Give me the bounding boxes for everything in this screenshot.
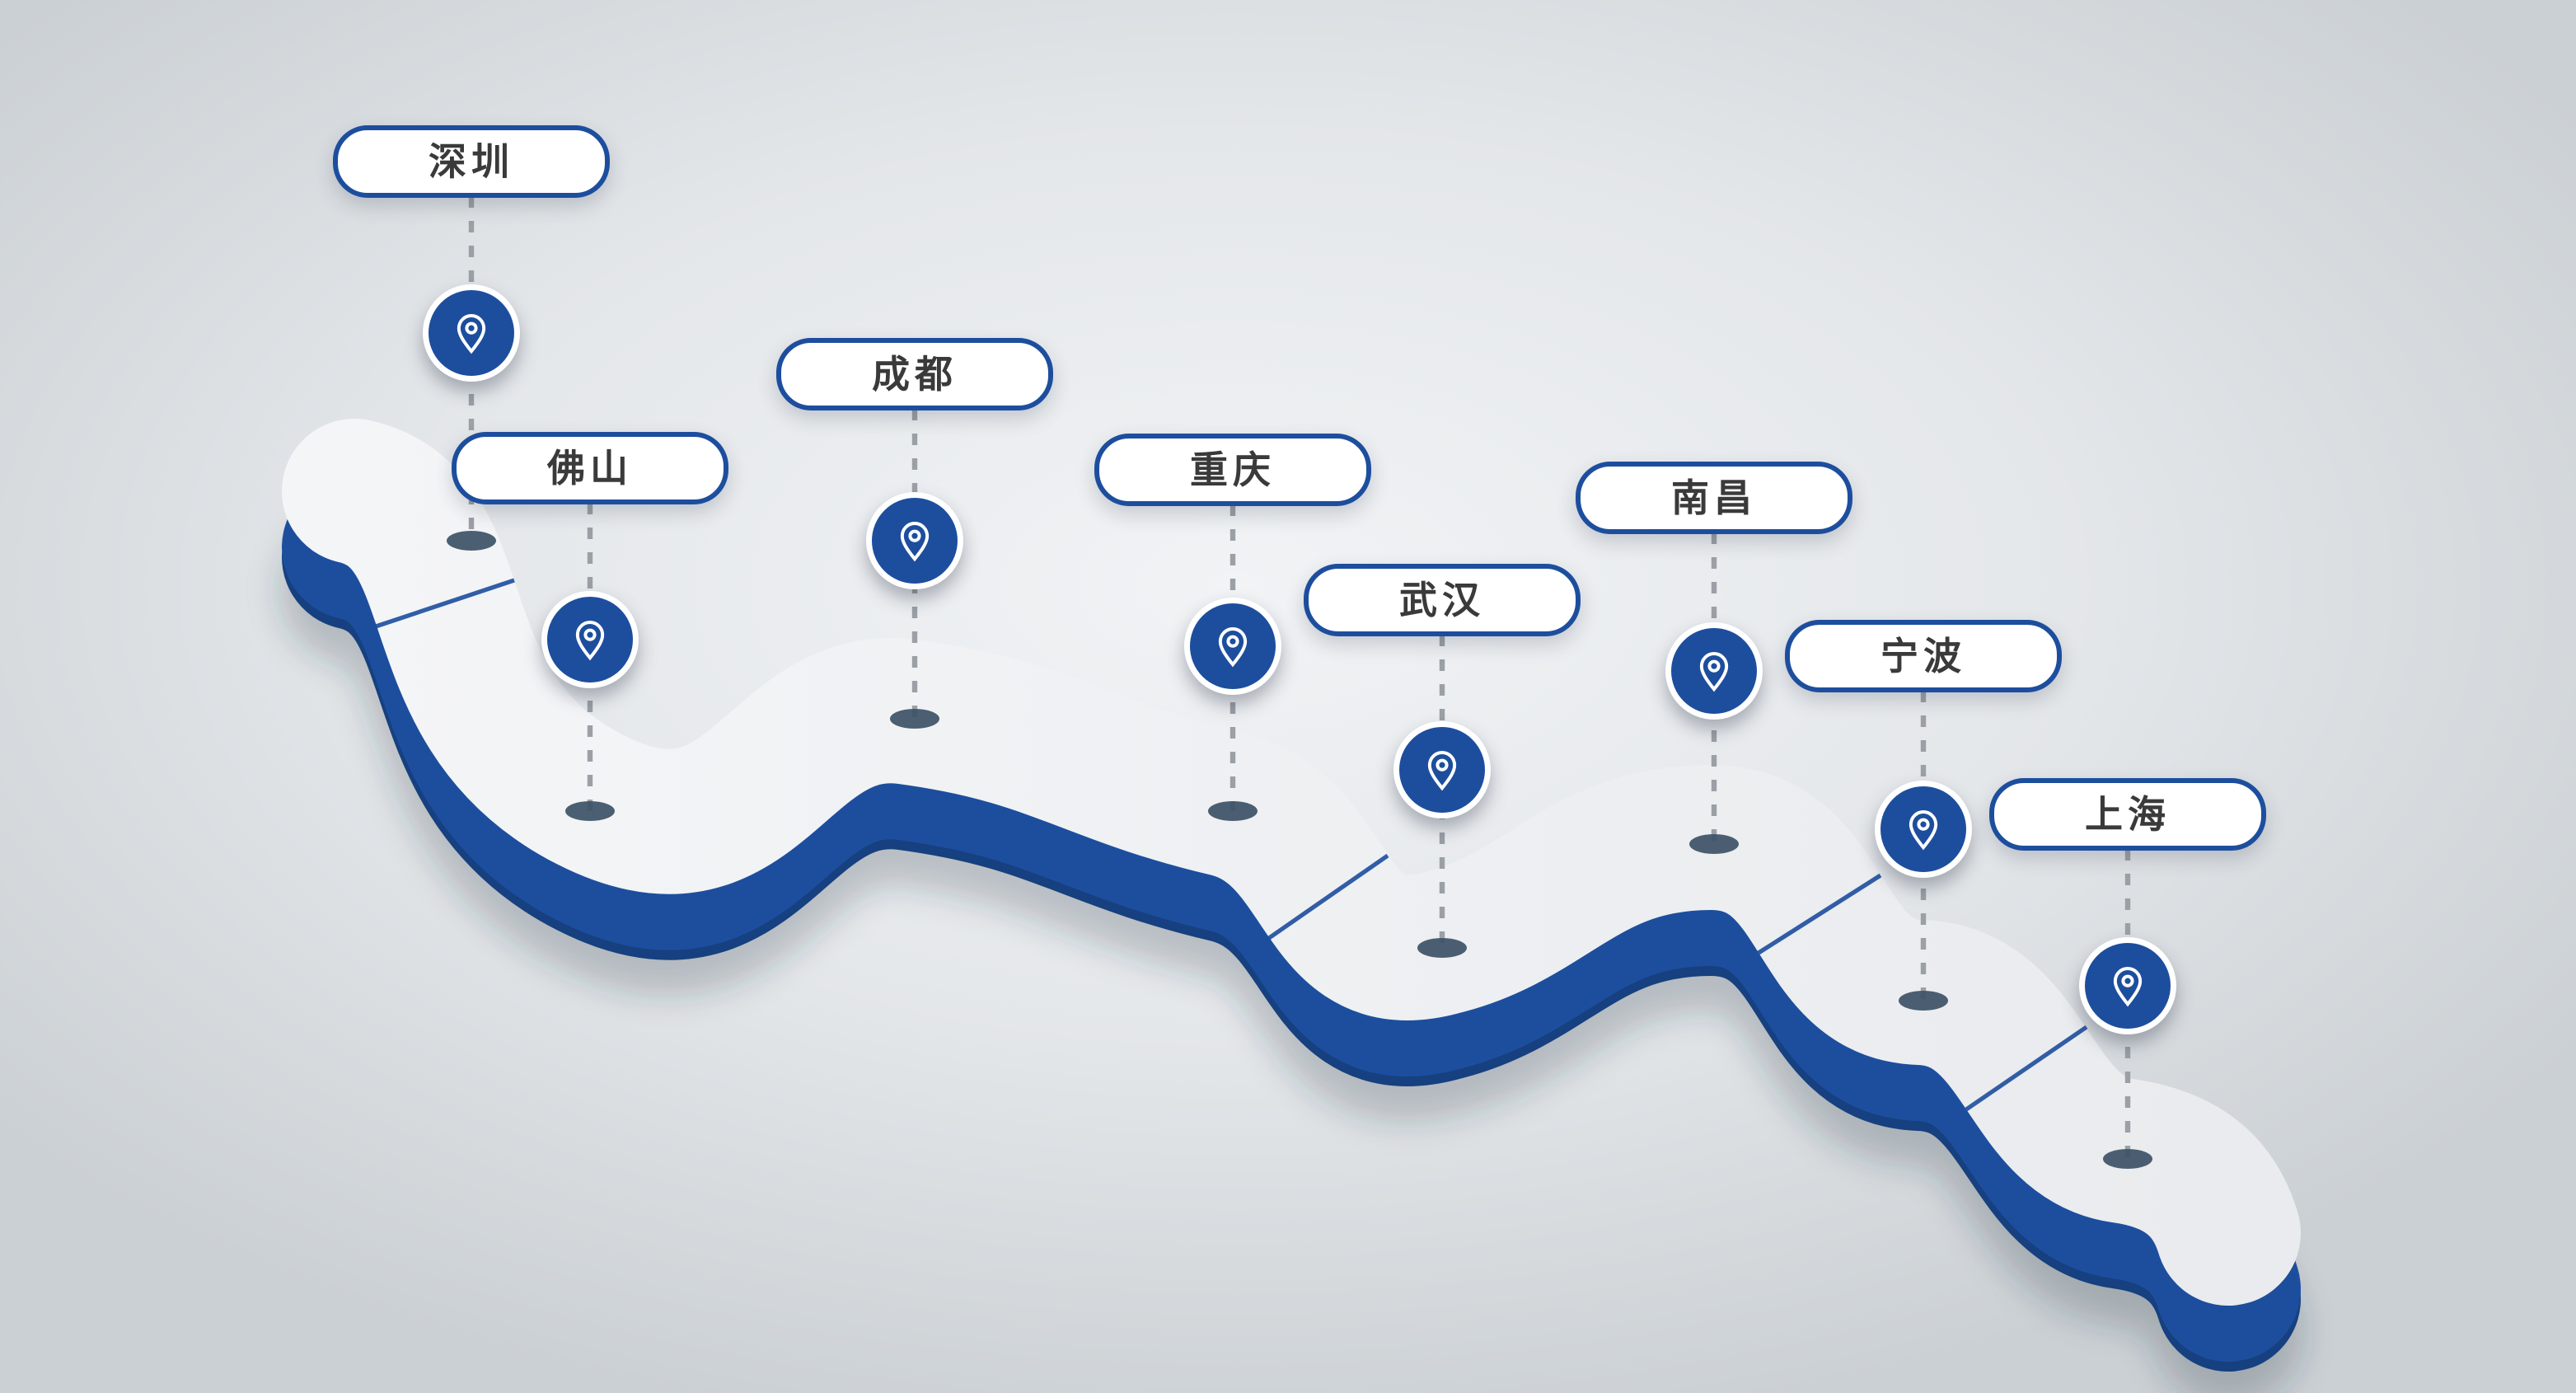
city-pin-foshan	[541, 591, 639, 688]
road-dot-wuhan	[1417, 938, 1467, 958]
road-divider	[1757, 873, 1882, 955]
location-pin-icon	[575, 621, 605, 661]
road-divider	[1267, 853, 1389, 940]
city-pin-nanchang	[1665, 622, 1763, 720]
city-label-wuhan: 武汉	[1304, 564, 1581, 636]
city-label-nanchang: 南昌	[1576, 462, 1852, 534]
city-pin-chongqing	[1184, 598, 1281, 695]
road-dot-chengdu	[890, 709, 939, 729]
city-pin-shanghai	[2079, 937, 2176, 1034]
road-divider	[1965, 1025, 2088, 1112]
road-dot-shenzhen	[447, 531, 496, 551]
location-pin-icon	[1218, 627, 1248, 668]
road-dot-ningbo	[1899, 991, 1948, 1011]
city-label-chongqing: 重庆	[1094, 434, 1371, 506]
city-label-chengdu: 成都	[776, 338, 1053, 410]
location-pin-icon	[1427, 751, 1457, 791]
location-pin-icon	[457, 314, 486, 354]
city-pin-wuhan	[1393, 721, 1491, 818]
road-divider	[375, 578, 515, 629]
city-label-ningbo: 宁波	[1785, 620, 2062, 692]
road-top-surface	[282, 419, 2301, 1306]
city-pin-chengdu	[866, 492, 963, 589]
road-dot-foshan	[565, 801, 615, 821]
city-pin-ningbo	[1875, 781, 1972, 878]
city-label-shenzhen: 深圳	[333, 125, 610, 198]
location-pin-icon	[1909, 810, 1938, 851]
road-dot-chongqing	[1208, 801, 1258, 821]
location-pin-icon	[1699, 652, 1729, 692]
location-pin-icon	[900, 522, 930, 562]
city-pin-shenzhen	[423, 284, 520, 382]
city-label-shanghai: 上海	[1989, 778, 2266, 851]
city-label-foshan: 佛山	[452, 432, 728, 504]
location-pin-icon	[2113, 967, 2143, 1007]
road-dot-shanghai	[2103, 1149, 2152, 1169]
road-dot-nanchang	[1689, 834, 1739, 854]
